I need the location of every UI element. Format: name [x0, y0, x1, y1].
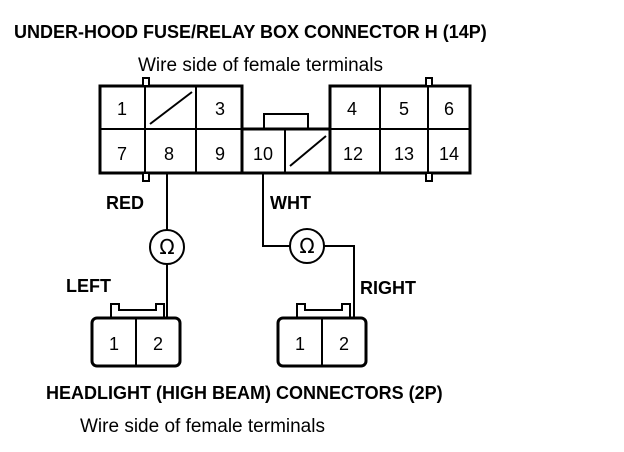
ohmmeter-right: Ω: [289, 228, 325, 264]
pin-10: 10: [253, 144, 273, 164]
wire-label-wht: WHT: [270, 193, 311, 213]
connector-lock-tab: [296, 303, 351, 318]
diagram-title: UNDER-HOOD FUSE/RELAY BOX CONNECTOR H (1…: [14, 22, 487, 42]
side-label-left: LEFT: [66, 276, 111, 296]
ohmmeter-left: Ω: [149, 229, 185, 265]
fuse-box-connector: 1 3 4 5 6 7 8 9 10 12 13 14: [98, 77, 472, 182]
wht-wire-lower: [324, 245, 355, 318]
ohm-icon: Ω: [299, 234, 314, 258]
pin-5: 5: [399, 99, 409, 119]
right-headlight-pin-2: 2: [339, 334, 349, 354]
empty-cavity-11: [289, 135, 327, 167]
connector-lock-tab: [263, 113, 309, 129]
top-connector-subtitle: Wire side of female terminals: [138, 55, 383, 76]
connector-tab-top-right: [425, 77, 433, 87]
right-headlight-pin-1: 1: [295, 334, 305, 354]
left-headlight-pin-1: 1: [109, 334, 119, 354]
pin-9: 9: [215, 144, 225, 164]
connector-tab-bottom-right: [425, 172, 433, 182]
connector-column-dividers: [144, 86, 429, 173]
connector-lock-tab: [110, 303, 165, 318]
connector-tab-top-left: [142, 77, 150, 87]
headlight-connector-right: 1 2: [276, 303, 368, 368]
wht-wire-upper: [262, 173, 290, 247]
left-headlight-pin-2: 2: [153, 334, 163, 354]
connector-tab-bottom-left: [142, 172, 150, 182]
pin-13: 13: [394, 144, 414, 164]
pin-1: 1: [117, 99, 127, 119]
pin-8: 8: [164, 144, 174, 164]
side-label-right: RIGHT: [360, 278, 416, 298]
pin-4: 4: [347, 99, 357, 119]
pin-14: 14: [439, 144, 459, 164]
pin-12: 12: [343, 144, 363, 164]
headlight-connectors-title: HEADLIGHT (HIGH BEAM) CONNECTORS (2P): [46, 383, 443, 403]
empty-cavity-2: [149, 91, 193, 125]
headlight-connector-left: 1 2: [90, 303, 182, 368]
wire-label-red: RED: [106, 193, 144, 213]
pin-7: 7: [117, 144, 127, 164]
ohm-icon: Ω: [159, 235, 174, 259]
bottom-connector-subtitle: Wire side of female terminals: [80, 416, 325, 437]
pin-6: 6: [444, 99, 454, 119]
pin-3: 3: [215, 99, 225, 119]
